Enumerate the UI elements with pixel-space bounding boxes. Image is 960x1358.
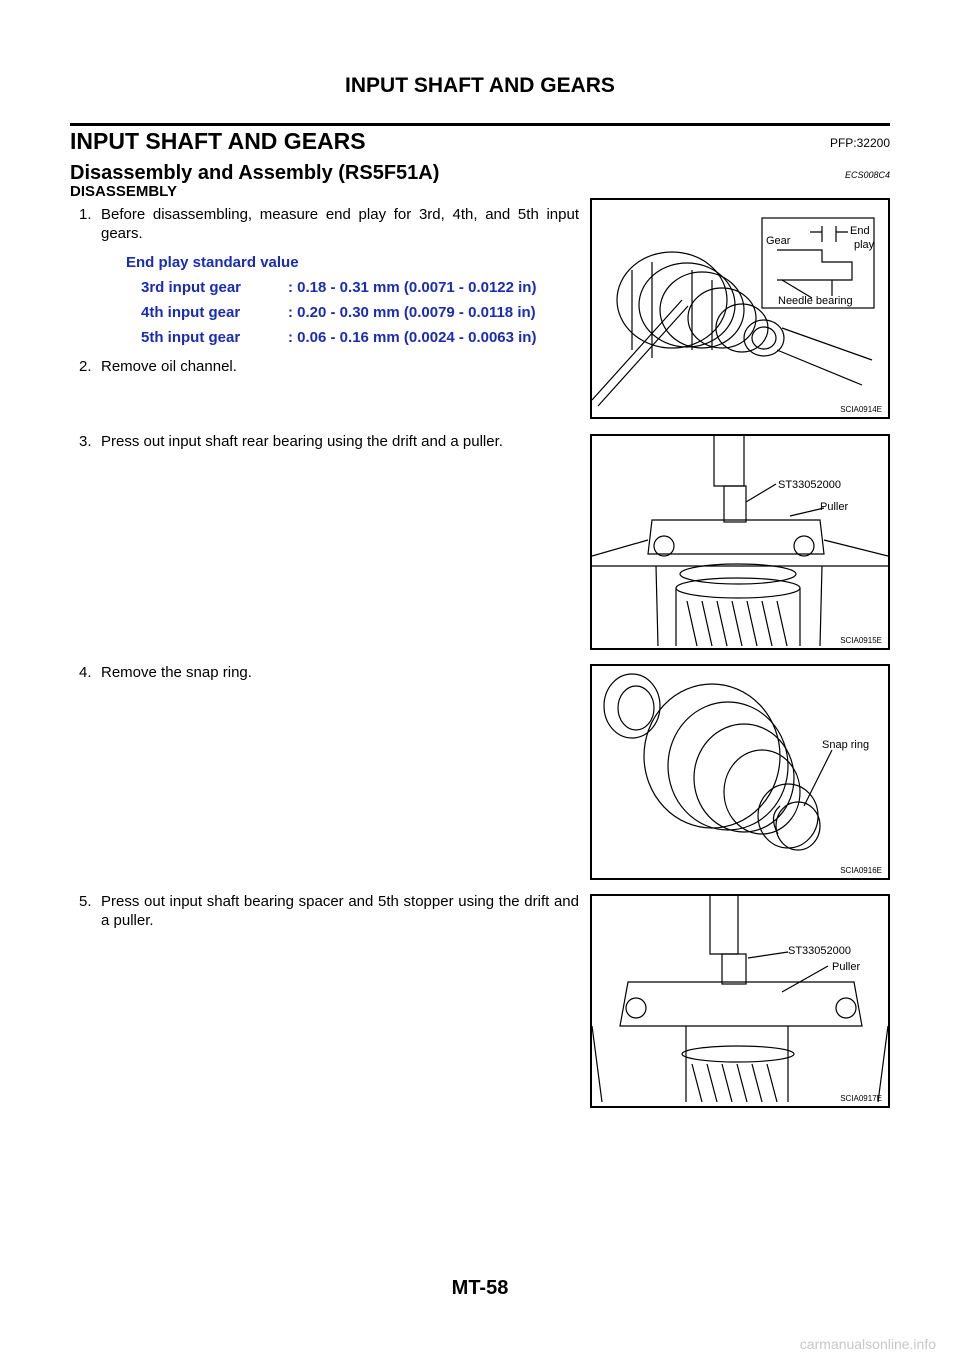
step-number: 4. xyxy=(79,664,92,681)
running-header: INPUT SHAFT AND GEARS xyxy=(345,74,615,97)
figure-bearing-spacer-puller: ST33052000 Puller SCIA0917E xyxy=(590,894,890,1108)
watermark: carmanualsonline.info xyxy=(799,1336,936,1352)
snap-ring-illustration: Snap ring xyxy=(603,673,869,851)
step-text: Remove the snap ring. xyxy=(101,664,252,681)
figure-rear-bearing-puller: ST33052000 Puller SCIA0915E xyxy=(590,434,890,650)
figure-code: SCIA0915E xyxy=(840,636,882,645)
step-number: 2. xyxy=(79,358,92,375)
label-play: play xyxy=(854,239,875,251)
spec-label: 5th input gear xyxy=(141,329,241,346)
label-tool-number: ST33052000 xyxy=(778,479,841,491)
spec-row: 3rd input gear : 0.18 - 0.31 mm (0.0071 -… xyxy=(141,279,536,296)
ecs-code: ECS008C4 xyxy=(844,170,890,180)
gear-end-play-illustration: Gear End play Needle bearing xyxy=(591,217,875,407)
label-end: End xyxy=(850,225,870,237)
subsection-title: Disassembly and Assembly (RS5F51A) xyxy=(70,162,440,184)
step-text: Before disassembling, measure end play f… xyxy=(101,206,579,242)
step-number: 1. xyxy=(79,206,92,223)
puller-illustration: ST33052000 Puller xyxy=(591,896,889,1103)
step-text: Press out input shaft bearing spacer and… xyxy=(101,893,579,929)
step-number: 3. xyxy=(79,433,92,450)
figure-code: SCIA0917E xyxy=(840,1094,882,1103)
figure-snap-ring: Snap ring SCIA0916E xyxy=(590,664,890,880)
step-text: Remove oil channel. xyxy=(101,358,237,375)
spec-value: : 0.06 - 0.16 mm (0.0024 - 0.0063 in) xyxy=(288,329,537,346)
spec-value: : 0.18 - 0.31 mm (0.0071 - 0.0122 in) xyxy=(288,279,537,296)
header-rule xyxy=(70,123,890,126)
label-puller: Puller xyxy=(820,501,848,513)
figure-end-play-measurement: Gear End play Needle bearing SCIA0914E xyxy=(590,198,890,419)
section-title: INPUT SHAFT AND GEARS xyxy=(70,128,366,154)
puller-illustration: ST33052000 Puller xyxy=(591,436,889,647)
spec-label: 3rd input gear xyxy=(141,279,242,296)
figure-code: SCIA0916E xyxy=(840,866,882,875)
step-4: 4. Remove the snap ring. xyxy=(79,663,579,682)
label-puller: Puller xyxy=(832,961,860,973)
step-1: 1. Before disassembling, measure end pla… xyxy=(79,205,579,243)
label-snap-ring: Snap ring xyxy=(822,739,869,751)
spec-row: 4th input gear : 0.20 - 0.30 mm (0.0079 -… xyxy=(141,304,536,321)
spec-value: : 0.20 - 0.30 mm (0.0079 - 0.0118 in) xyxy=(288,304,536,321)
step-number: 5. xyxy=(79,893,92,910)
figure-code: SCIA0914E xyxy=(840,405,882,414)
step-text: Press out input shaft rear bearing using… xyxy=(101,433,503,450)
spec-row: 5th input gear : 0.06 - 0.16 mm (0.0024 -… xyxy=(141,329,536,346)
step-3: 3. Press out input shaft rear bearing us… xyxy=(79,432,581,451)
pfp-code: PFP:32200 xyxy=(829,136,890,150)
page-number: MT-58 xyxy=(451,1277,509,1299)
step-2: 2. Remove oil channel. xyxy=(79,357,579,376)
disassembly-heading: DISASSEMBLY xyxy=(70,183,177,200)
label-gear: Gear xyxy=(766,235,791,247)
spec-title: End play standard value xyxy=(126,254,299,271)
label-tool-number: ST33052000 xyxy=(788,945,851,957)
label-needle-bearing: Needle bearing xyxy=(778,295,853,307)
spec-label: 4th input gear xyxy=(141,304,241,321)
step-5: 5. Press out input shaft bearing spacer … xyxy=(79,892,579,930)
